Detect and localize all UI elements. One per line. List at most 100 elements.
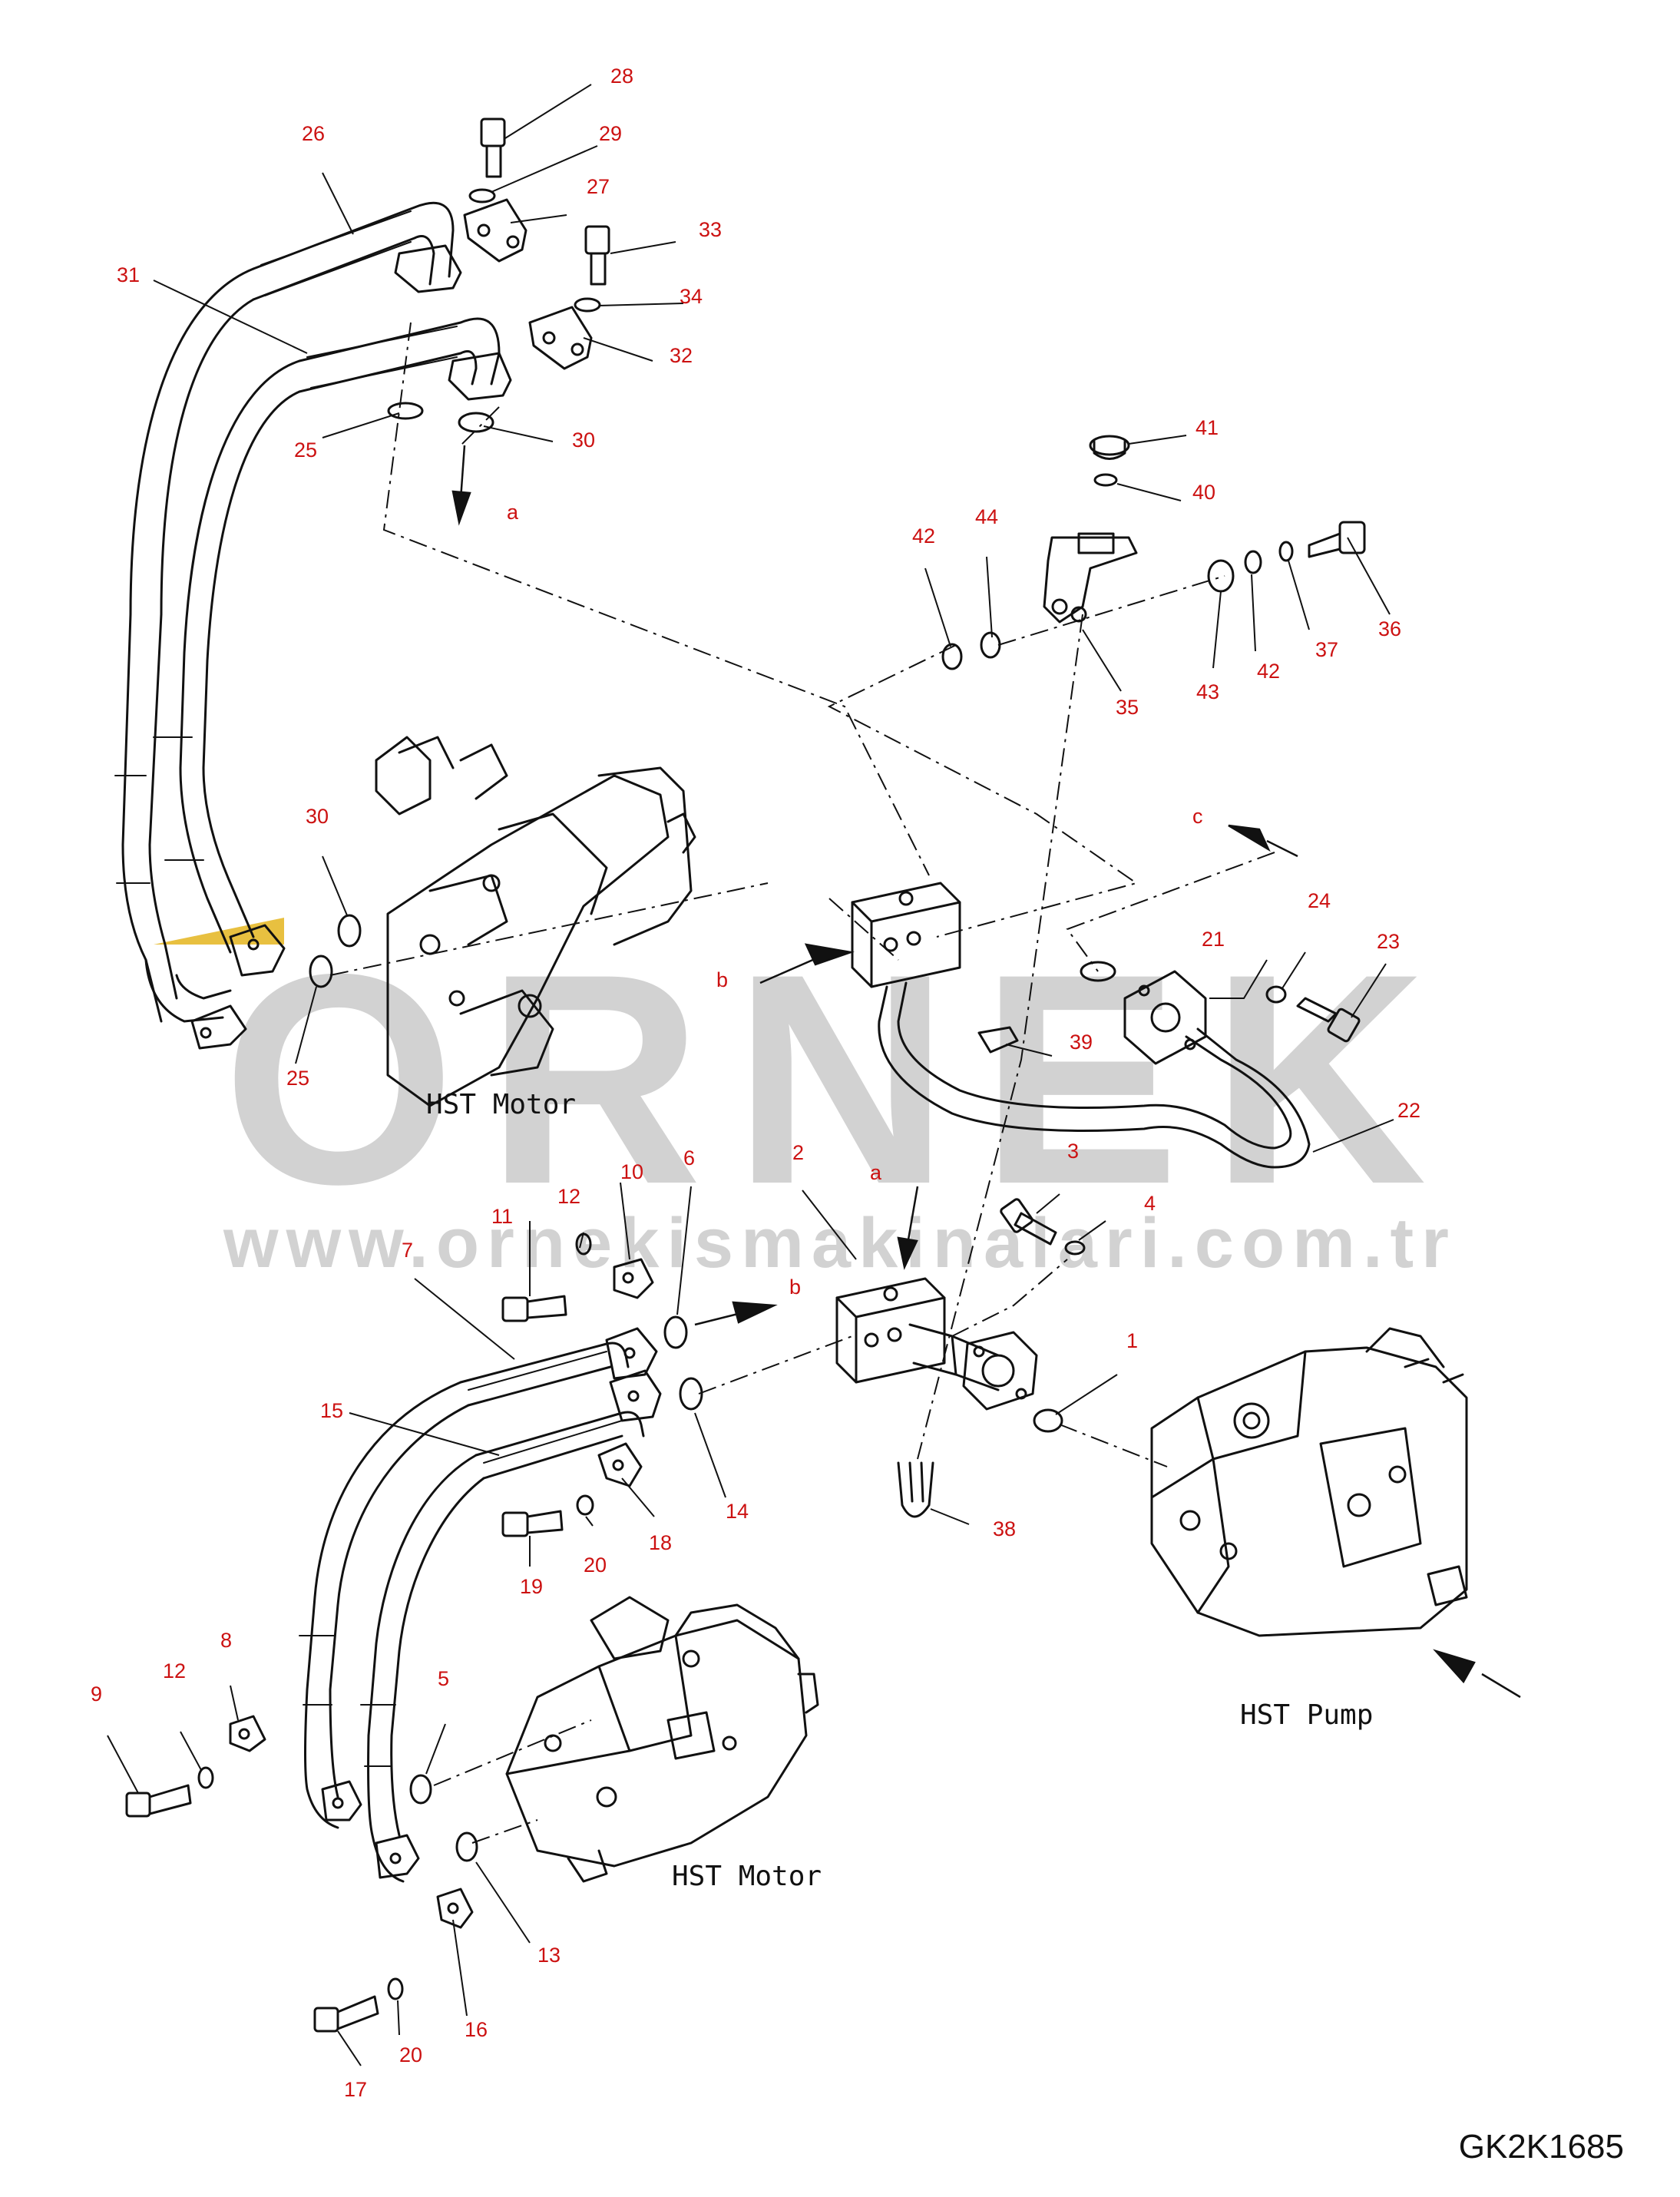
o-ring-13 [455,1831,478,1862]
callout-a-upper: a [507,501,519,524]
elbow-fittings-upper-motor [144,924,286,1050]
o-ring-21 [1080,961,1116,982]
leader-lines [107,84,1394,2066]
callout-44: 44 [975,505,998,528]
split-flange-lower [962,1331,1038,1411]
callout-43: 43 [1196,680,1219,703]
callout-39: 39 [1070,1031,1093,1054]
callout-40: 40 [1192,481,1215,504]
assembly-centerlines [329,322,1275,1844]
washer-29 [468,188,496,203]
tube-22 [878,981,1311,1169]
bolt-3 [1000,1198,1057,1246]
hose-31 [179,317,501,954]
watermark-brand: ORNEK [223,912,1457,1246]
callout-18: 18 [649,1531,672,1554]
callout-20-lower: 20 [399,2043,422,2066]
bolt-23 [1296,997,1361,1043]
hst-motor-lower [505,1596,819,1883]
caption-hst-motor-lower: HST Motor [672,1861,822,1892]
callout-12-upper: 12 [557,1185,580,1208]
callout-41: 41 [1196,416,1219,439]
captions: HST Motor HST Motor HST Pump [426,1089,1373,1892]
elbow-fittings-lower-motor [321,1780,420,1879]
hose-15 [367,1411,645,1883]
washer-44 [980,631,1001,659]
callout-24: 24 [1308,889,1331,912]
hose-7 [304,1342,630,1829]
callout-26: 26 [302,122,325,145]
washer-34 [574,297,601,313]
hose-lower-wrap-markings [299,1351,623,1767]
callout-4: 4 [1144,1192,1156,1215]
flange-half-18 [597,1442,643,1487]
washer-37 [1278,541,1294,562]
bolt-36 [1308,521,1366,558]
washer-40 [1093,473,1118,487]
o-ring-5 [409,1774,432,1805]
o-ring-1 [1033,1408,1063,1433]
washer-20-lower [387,1977,404,2000]
bolt-19 [501,1510,564,1537]
callout-20-upper: 20 [584,1553,607,1577]
split-flange-21 [1123,970,1207,1065]
callout-23: 23 [1377,930,1400,953]
washer-42-right [1244,550,1262,574]
flange-block-upper [394,244,512,401]
callout-38: 38 [993,1517,1016,1540]
valve-block-lower [835,1277,1000,1391]
flange-half-27 [463,198,527,263]
callout-17: 17 [344,2078,367,2101]
o-ring-25-motor [309,955,333,988]
watermark: ORNEK www.ornekismakinalari.com.tr [154,912,1457,1282]
callout-12-lower: 12 [163,1659,186,1682]
callout-32: 32 [670,344,693,367]
washer-20-upper [576,1494,594,1516]
nut-41 [1089,435,1130,460]
callout-27: 27 [587,175,610,198]
hst-motor-upper [375,736,696,1107]
callout-34: 34 [680,285,703,308]
callout-31: 31 [117,263,140,286]
document-id: GK2K1685 [1459,2128,1624,2166]
callout-c-upper: c [1192,805,1203,828]
callout-42-left: 42 [912,524,935,548]
callout-22: 22 [1397,1099,1420,1122]
watermark-url: www.ornekismakinalari.com.tr [223,1204,1457,1282]
hst-pump [1150,1327,1468,1637]
callout-25-upper: 25 [294,438,317,462]
hose-wrap-markings [114,210,458,884]
callout-5: 5 [438,1667,449,1690]
o-ring-30-upper [458,412,494,433]
callout-b-lower: b [789,1276,801,1299]
callout-30-upper: 30 [572,428,595,452]
flange-half-8 [229,1715,266,1752]
flange-half-16 [436,1888,474,1929]
callout-2: 2 [792,1141,804,1164]
clip-39 [977,1026,1019,1054]
callout-25-motor: 25 [286,1067,309,1090]
o-ring-25-upper [387,402,424,420]
caption-hst-motor-upper: HST Motor [426,1089,576,1120]
bolt-17 [313,1995,379,2033]
part-callouts: 28 29 26 27 33 31 34 32 25 30 a 41 40 42… [91,65,1420,2101]
callout-19: 19 [520,1575,543,1598]
callout-30-motor: 30 [306,805,329,828]
o-ring-14 [679,1377,703,1411]
watermark-accent-shape [154,918,284,945]
callout-b-upper: b [716,968,728,991]
bracket-35 [1043,532,1138,624]
washer-42-left [941,643,963,670]
bolt-11 [501,1295,567,1322]
o-ring-30-motor [337,914,362,948]
washer-24 [1265,985,1287,1004]
callout-15: 15 [320,1399,343,1422]
callout-9: 9 [91,1682,102,1706]
bolt-33 [584,225,610,286]
caption-hst-pump: HST Pump [1240,1699,1373,1731]
callout-36: 36 [1378,617,1401,640]
hose-26 [121,201,455,1023]
callout-10: 10 [620,1160,643,1183]
flange-half-10 [613,1258,654,1299]
